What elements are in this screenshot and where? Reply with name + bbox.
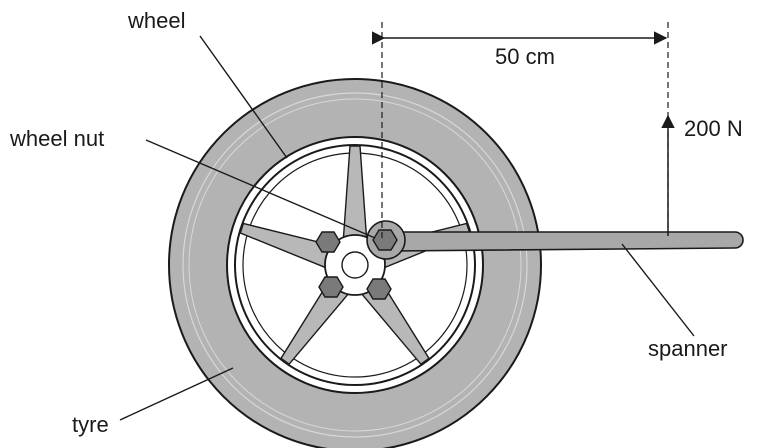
nut [315, 231, 341, 253]
wheel-spokes [239, 145, 471, 366]
label-spanner: spanner [621, 243, 728, 361]
hub-centre [341, 251, 369, 279]
label-wheel: wheel [127, 8, 288, 159]
dimension-line: 50 cm [371, 31, 668, 69]
svg-text:wheel: wheel [127, 8, 185, 33]
nut [318, 276, 344, 298]
spanner [366, 220, 744, 260]
label-tyre: tyre [72, 367, 234, 437]
force-arrow: 200 N [661, 114, 743, 236]
nut [366, 278, 392, 300]
label-wheel-nut: wheel nut [9, 126, 376, 239]
svg-text:spanner: spanner [648, 336, 728, 361]
spanner-handle [391, 231, 744, 252]
wheel-nuts [315, 231, 392, 300]
svg-text:wheel nut: wheel nut [9, 126, 104, 151]
svg-text:tyre: tyre [72, 412, 109, 437]
nut-in-spanner [372, 229, 398, 251]
distance-label: 50 cm [495, 44, 555, 69]
wheel [234, 144, 476, 386]
force-label: 200 N [684, 116, 743, 141]
